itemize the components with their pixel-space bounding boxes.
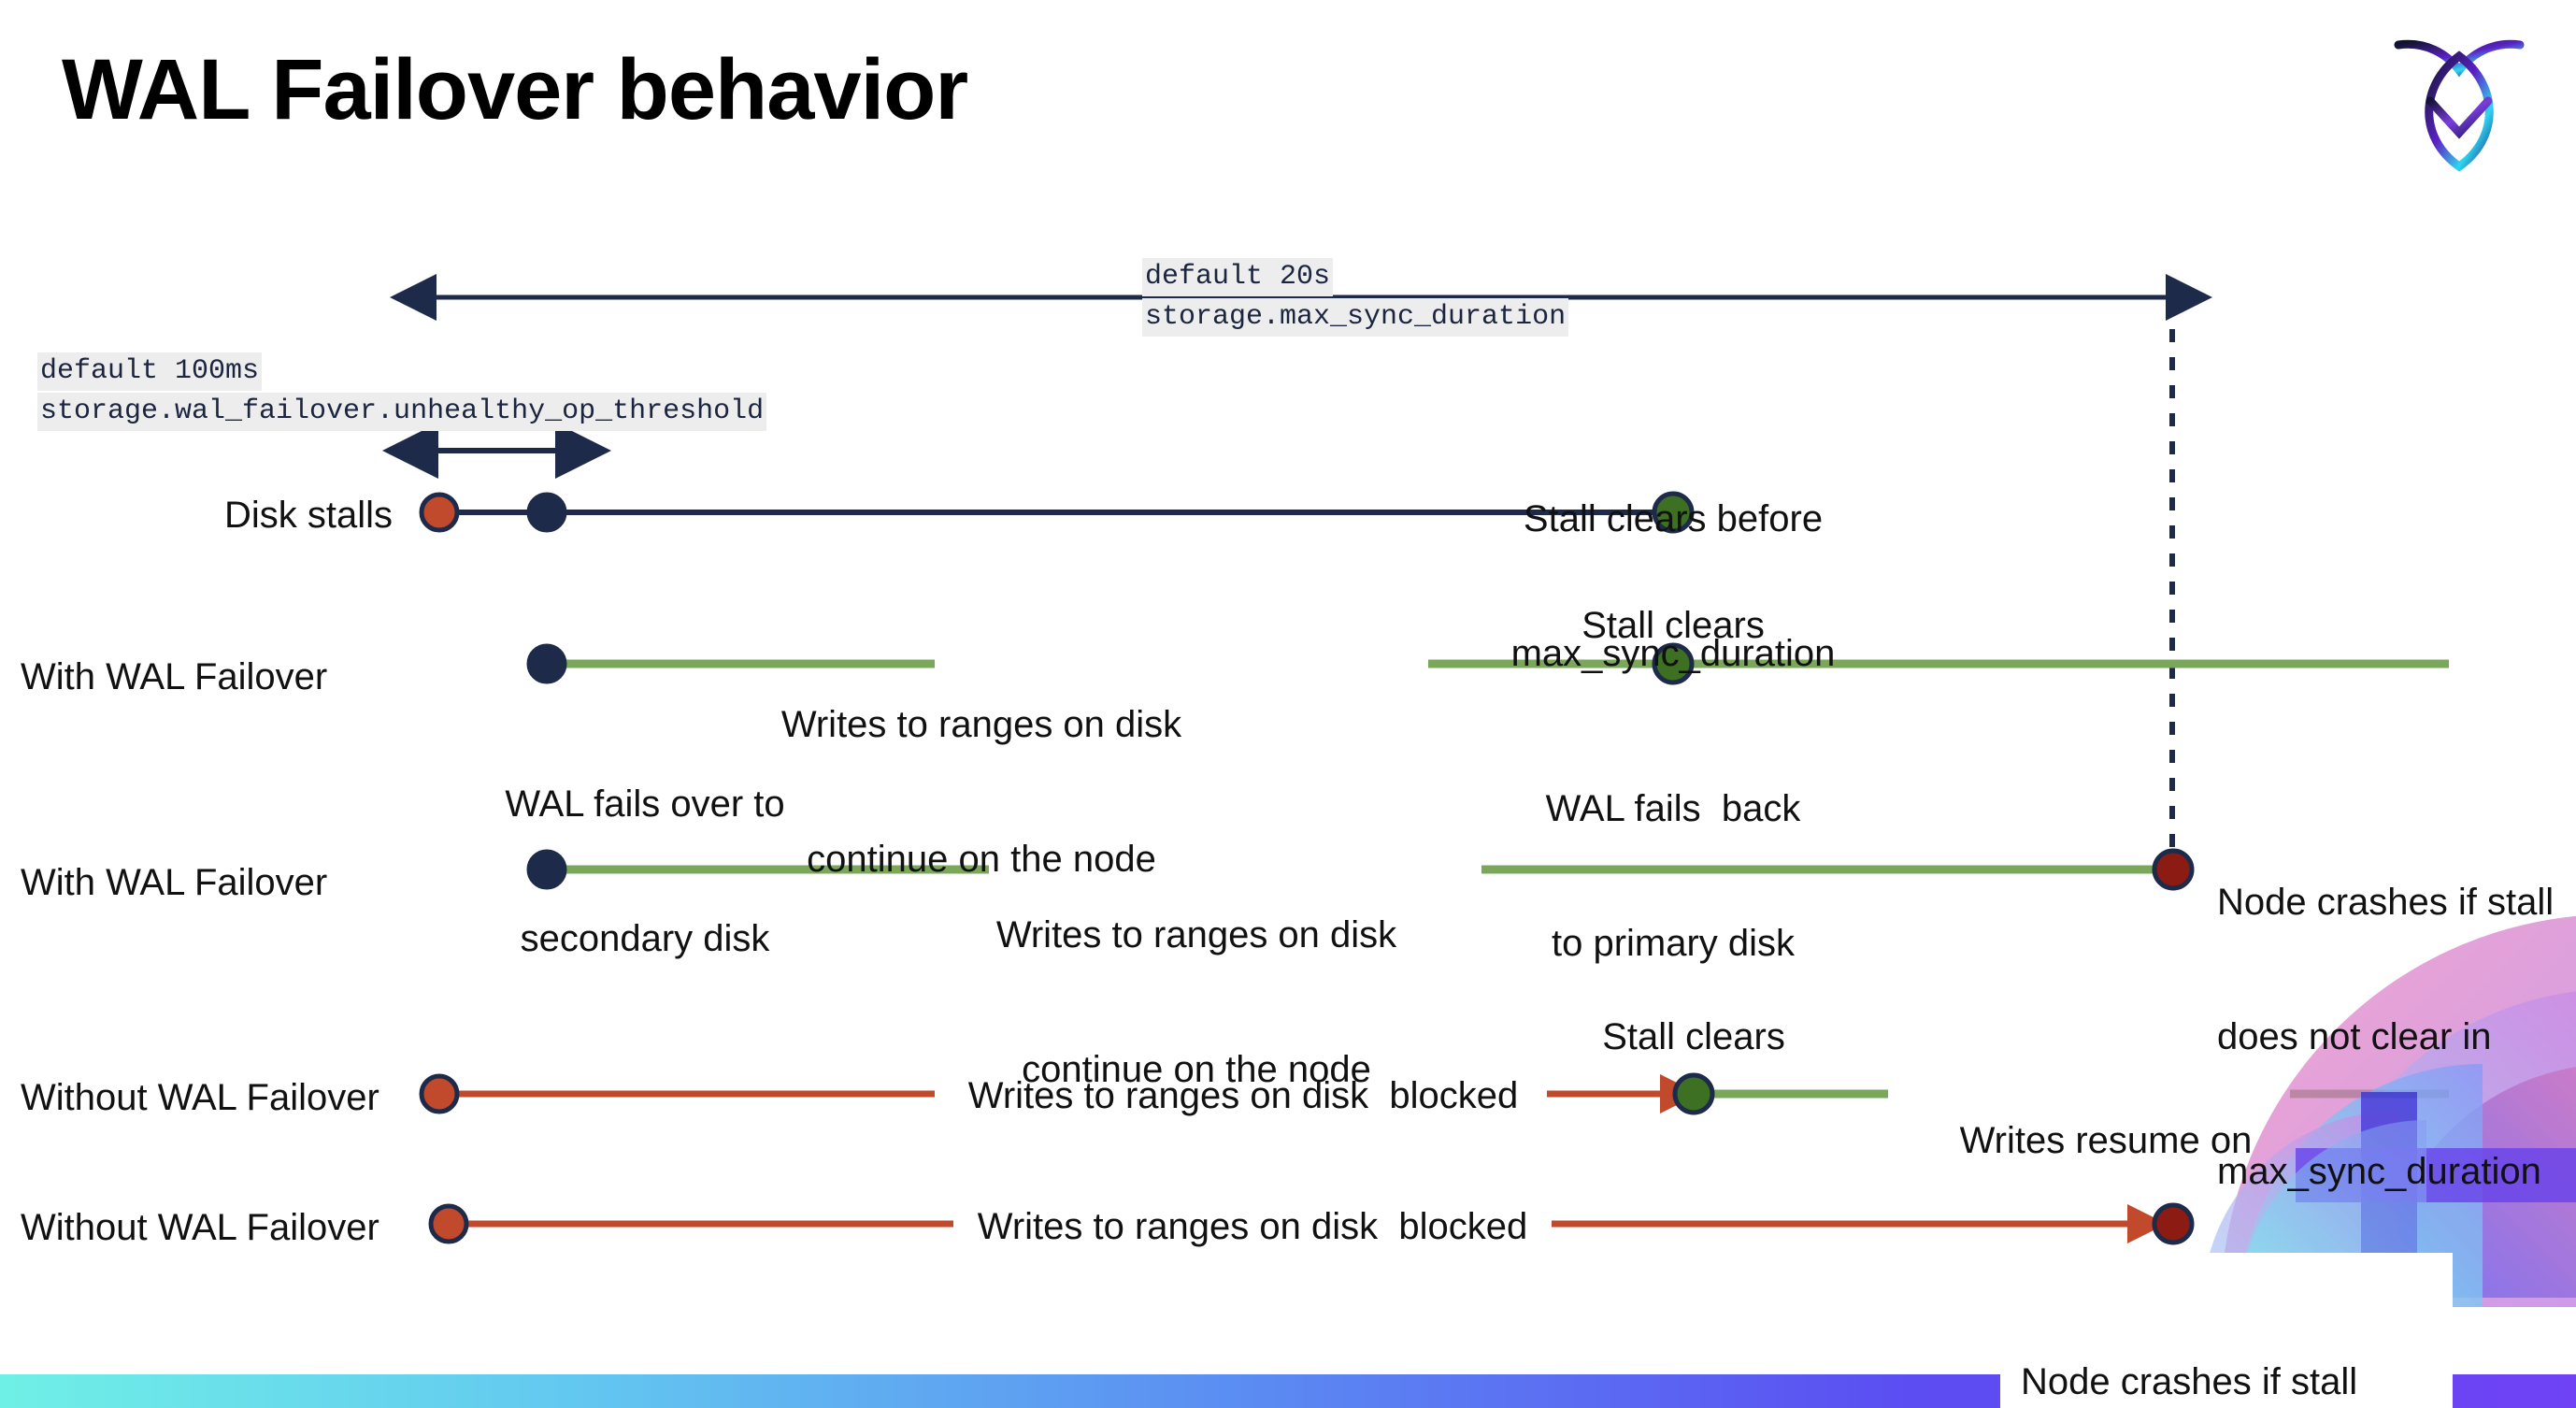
- chip-max-sync-default: default 20s: [1142, 258, 1334, 296]
- cockroachdb-logo-icon: [2389, 28, 2529, 178]
- marker-stall-start: [419, 492, 460, 533]
- note-wal-fails-back-line1: WAL fails back: [1545, 788, 1801, 829]
- row-with-wal-failover-1-track: [526, 642, 2449, 685]
- row-label-with-wal-failover-1: With WAL Failover: [21, 656, 328, 697]
- note-node-crashes-2: Node crashes if stall does not clear in …: [2021, 1270, 2432, 1408]
- marker-wal-failover-start: [526, 643, 567, 684]
- note-stall-clears-before: Stall clears before max_sync_duration: [1467, 407, 1879, 766]
- note-wal-fails-back-line2: to primary disk: [1551, 923, 1796, 964]
- note-writes-continue-1: Writes to ranges on disk continue on the…: [738, 612, 1224, 971]
- row-label-without-wal-failover-2: Without WAL Failover: [21, 1207, 379, 1248]
- chip-max-sync-setting: storage.max_sync_duration: [1142, 298, 1569, 337]
- note-stall-clears-before-line2: max_sync_duration: [1510, 633, 1836, 674]
- note-writes-resume-line1: Writes resume on: [1959, 1120, 2253, 1161]
- row-label-with-wal-failover-2: With WAL Failover: [21, 862, 328, 903]
- note-node-crashes-1-line3: max_sync_duration: [2217, 1151, 2541, 1192]
- note-node-crashes-1-line1: Node crashes if stall: [2217, 882, 2555, 923]
- marker-stall-clears-1: [1652, 491, 1695, 534]
- note-stall-clears-before-line1: Stall clears before: [1523, 498, 1824, 539]
- marker-stall-clears-3: [1672, 1072, 1715, 1115]
- note-writes-continue-2: Writes to ranges on disk continue on the…: [953, 823, 1439, 1182]
- note-stall-clears-1: Stall clears: [1581, 605, 1765, 646]
- note-writes-blocked-2: Writes to ranges on disk blocked: [977, 1206, 1528, 1247]
- note-node-crashes-2-callout: Node crashes if stall does not clear in …: [2000, 1253, 2453, 1408]
- row-with-wal-failover-2-track: [526, 848, 2195, 891]
- row-label-disk-stalls: Disk stalls: [223, 495, 393, 536]
- note-wal-fails-over-line2: secondary disk: [520, 918, 770, 959]
- note-node-crashes-1: Node crashes if stall does not clear in …: [2217, 790, 2576, 1284]
- row-label-without-wal-failover-1: Without WAL Failover: [21, 1077, 379, 1118]
- marker-wal-failover-start-2: [526, 849, 567, 890]
- note-node-crashes-1-line2: does not clear in: [2217, 1016, 2492, 1057]
- note-stall-clears-2: Stall clears: [1602, 1016, 1785, 1057]
- page-title: WAL Failover behavior: [62, 42, 968, 137]
- note-node-crashes-2-line1: Node crashes if stall: [2021, 1361, 2358, 1402]
- note-wal-fails-back: WAL fails back to primary disk: [1486, 697, 1860, 1056]
- chip-unhealthy-default: default 100ms: [37, 352, 263, 391]
- marker-stall-start-3: [428, 1203, 469, 1244]
- marker-stall-clears-2: [1652, 642, 1695, 685]
- marker-threshold-exceeded: [526, 492, 567, 533]
- note-writes-continue-2-line1: Writes to ranges on disk: [995, 914, 1397, 955]
- marker-node-crash-1: [2152, 848, 2195, 891]
- marker-stall-start-2: [419, 1073, 460, 1114]
- note-wal-fails-over: WAL fails over to secondary disk: [430, 692, 860, 1051]
- row-disk-stalls-track: [419, 491, 1695, 534]
- row-without-wal-failover-2-track: [428, 1202, 2195, 1245]
- marker-node-crash-2: [2152, 1202, 2195, 1245]
- note-writes-continue-1-line1: Writes to ranges on disk: [780, 704, 1182, 745]
- note-writes-continue-1-line2: continue on the node: [807, 839, 1156, 880]
- note-wal-fails-over-line1: WAL fails over to: [505, 783, 785, 825]
- note-writes-continue-2-line2: continue on the node: [1022, 1049, 1371, 1090]
- note-writes-blocked-1: Writes to ranges on disk blocked: [967, 1075, 1519, 1116]
- chip-unhealthy-setting: storage.wal_failover.unhealthy_op_thresh…: [37, 393, 767, 431]
